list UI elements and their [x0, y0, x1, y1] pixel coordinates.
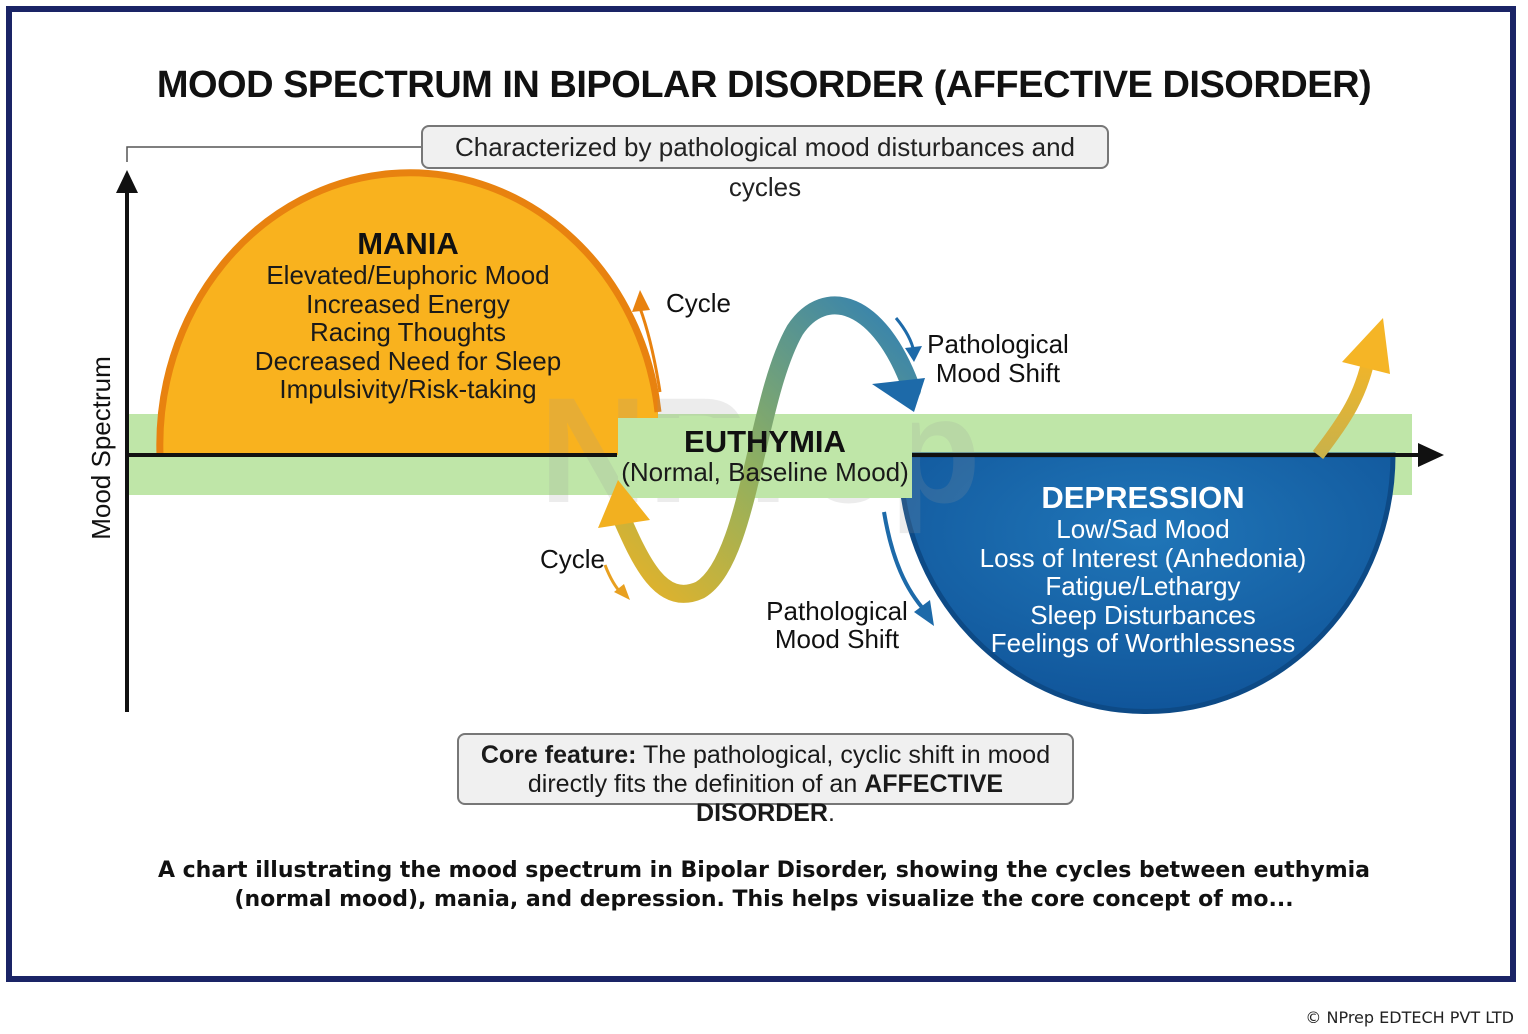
cycle-label-bottom: Cycle	[540, 544, 605, 574]
subtitle-connector	[126, 146, 421, 162]
shift-label-bottom-line1: Pathological	[766, 596, 908, 626]
depression-item: Low/Sad Mood	[1056, 514, 1229, 544]
cycle-wave-end-arrowhead	[872, 378, 925, 412]
mania-dome	[159, 172, 659, 456]
core-feature-lead: Core feature:	[480, 741, 637, 769]
core-feature-emphasis: AFFECTIVE DISORDER	[696, 770, 1004, 827]
depression-heading: DEPRESSION	[1041, 480, 1244, 515]
shift-label-bottom-line2: Mood Shift	[775, 624, 900, 654]
shift-bottom-arrowhead	[914, 600, 934, 626]
core-feature-end: .	[828, 799, 835, 827]
core-feature-box: Core feature: The pathological, cyclic s…	[457, 733, 1074, 827]
y-axis-arrowhead	[116, 170, 138, 193]
diagram-title: MOOD SPECTRUM IN BIPOLAR DISORDER (AFFEC…	[156, 64, 1372, 106]
depression-item: Fatigue/Lethargy	[1045, 571, 1240, 601]
shift-bottom-arrow	[882, 511, 928, 614]
mania-item: Impulsivity/Risk-taking	[279, 374, 536, 404]
euthymia-subheading: (Normal, Baseline Mood)	[621, 457, 909, 487]
copyright-notice: © NPrep EDTECH PVT LTD	[1305, 1008, 1514, 1027]
shift-label-top-line1: Pathological	[927, 329, 1069, 359]
mania-item: Decreased Need for Sleep	[255, 346, 561, 376]
cycle-bottom-arrowhead	[614, 584, 630, 600]
depression-item: Feelings of Worthlessness	[991, 628, 1295, 658]
cycle-top-arrowhead	[632, 290, 650, 312]
euthymia-heading: EUTHYMIA	[684, 424, 846, 459]
core-feature-text-2: directly fits the definition of an	[527, 770, 865, 798]
subtitle-box: Characterized by pathological mood distu…	[421, 125, 1109, 202]
mania-item: Elevated/Euphoric Mood	[266, 260, 549, 290]
core-feature-text-1: The pathological, cyclic shift in mood	[636, 741, 1051, 769]
depression-bowl	[897, 452, 1396, 714]
depression-item: Sleep Disturbances	[1030, 600, 1255, 630]
cycle-label-top: Cycle	[666, 288, 731, 318]
cycle-top-arrow	[638, 307, 662, 393]
cycle-wave	[609, 296, 921, 603]
cycle-wave-start-arrowhead	[598, 480, 650, 528]
depression-item: Loss of Interest (Anhedonia)	[980, 543, 1307, 573]
mania-item: Increased Energy	[306, 289, 510, 319]
mania-heading: MANIA	[357, 226, 459, 261]
shift-label-top-line2: Mood Shift	[936, 358, 1061, 388]
shift-top-arrowhead	[905, 346, 922, 362]
mania-item: Racing Thoughts	[310, 317, 506, 347]
rising-arrowhead	[1342, 318, 1390, 374]
figure-caption: A chart illustrating the mood spectrum i…	[157, 858, 1371, 912]
mania-dome-outline	[156, 169, 662, 456]
y-axis-label: Mood Spectrum	[86, 356, 116, 540]
baseline-arrowhead	[1418, 443, 1444, 467]
